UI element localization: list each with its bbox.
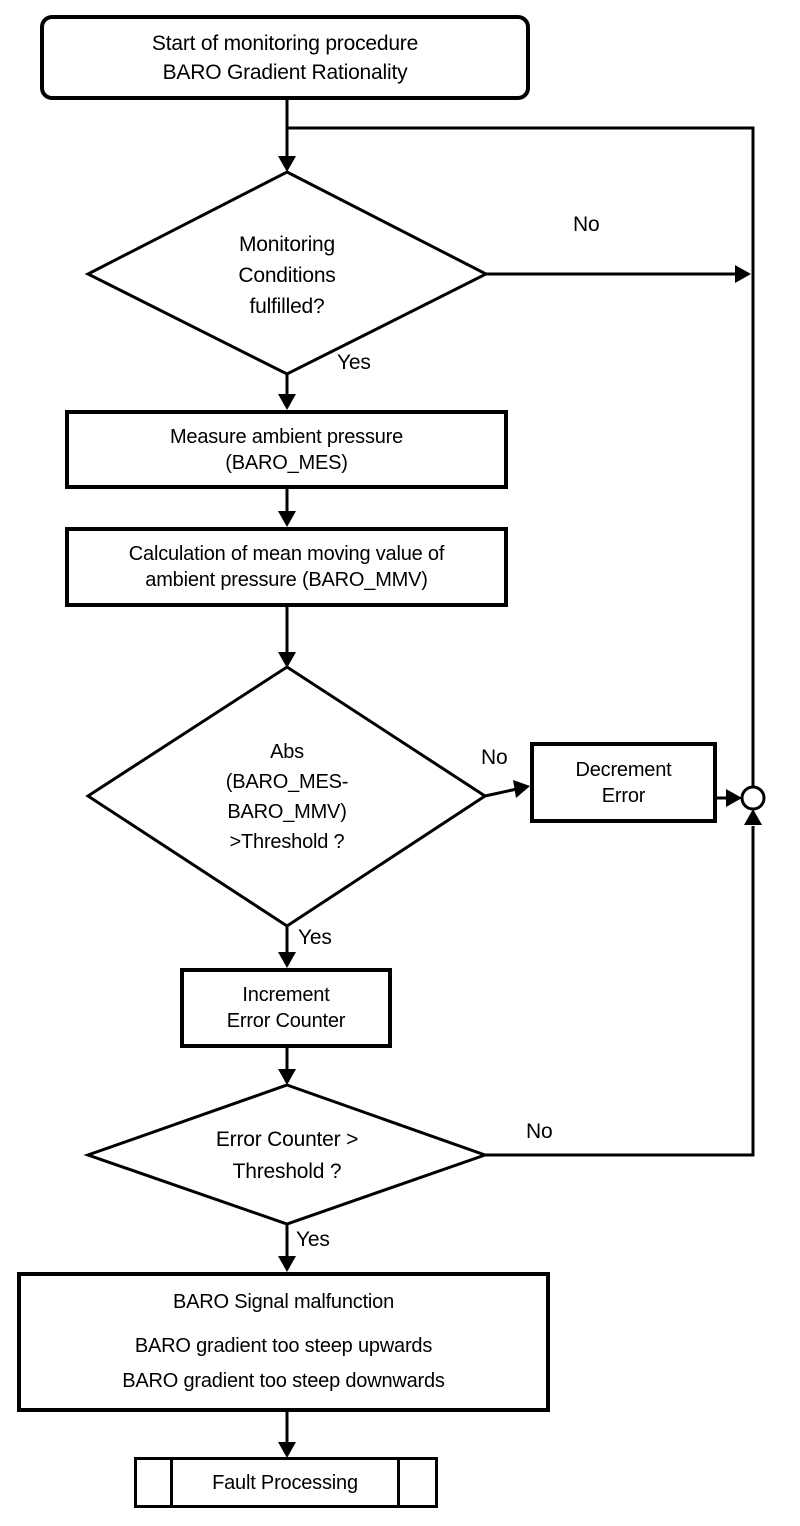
abs-line2: (BARO_MES- [225,771,349,793]
arrowhead-into-monitoring [278,156,296,172]
fault-right-bar [397,1460,435,1505]
counter-decision-label: Error Counter > Threshold ? [167,1124,407,1188]
decrement-line1: Decrement [575,758,672,781]
arrowhead-monitoring-no [735,265,751,283]
fault-processing-label: Fault Processing [212,1471,358,1494]
calculation-node: Calculation of mean moving value of ambi… [65,527,508,607]
counter-yes-label: Yes [296,1228,330,1251]
abs-yes-label: Yes [298,926,332,949]
measure-line2: (BARO_MES) [225,451,348,474]
arrowhead-into-decrement [513,780,530,798]
increment-line2: Error Counter [226,1010,346,1032]
malfunction-line2: BARO gradient too steep upwards [134,1335,433,1357]
start-node-line2: BARO Gradient Rationality [162,60,408,84]
arrowhead-decrement-junction [726,789,742,807]
start-node-line1: Start of monitoring procedure [151,31,419,55]
arrowhead-counter-no-junction [744,809,762,825]
monitoring-no-label: No [573,213,600,236]
abs-line4: >Threshold ? [229,831,345,853]
arrowhead-into-calculation [278,511,296,527]
malfunction-line1: BARO Signal malfunction [172,1291,395,1313]
measure-line1: Measure ambient pressure [169,425,404,448]
arrowhead-into-counter [278,1069,296,1085]
edge-counter-no [485,826,755,1157]
abs-decision-label: Abs (BARO_MES- BARO_MMV) >Threshold ? [157,737,417,857]
malfunction-line3: BARO gradient too steep downwards [122,1370,445,1392]
counter-decision-diamond [83,1083,490,1226]
measure-node: Measure ambient pressure (BARO_MES) [65,410,508,489]
counter-line2: Threshold ? [232,1160,342,1183]
calculation-line2: ambient pressure (BARO_MMV) [145,569,428,591]
malfunction-node: BARO Signal malfunction BARO gradient to… [17,1272,550,1412]
arrowhead-into-abs [278,652,296,668]
monitoring-decision-diamond [84,170,490,376]
calculation-line1: Calculation of mean moving value of [128,543,445,565]
fault-left-bar [137,1460,173,1505]
decrement-node: Decrement Error [530,742,717,823]
monitoring-line1: Monitoring [238,233,336,256]
monitoring-yes-label: Yes [337,351,371,374]
arrowhead-into-increment [278,952,296,968]
junction-connector-circle [740,785,766,811]
arrowhead-into-fault [278,1442,296,1458]
decrement-line2: Error [601,784,646,807]
abs-decision-diamond [85,665,488,928]
monitoring-line2: Conditions [238,264,336,287]
fault-processing-node: Fault Processing [134,1457,438,1508]
edge-feedback-return [287,126,755,787]
counter-no-label: No [526,1120,553,1143]
abs-line3: BARO_MMV) [227,801,347,823]
arrowhead-into-measure [278,394,296,410]
abs-line1: Abs [270,741,304,763]
increment-node: Increment Error Counter [180,968,392,1048]
counter-line1: Error Counter > [215,1128,359,1151]
increment-line1: Increment [242,984,330,1006]
monitoring-line3: fulfilled? [249,295,325,318]
abs-no-label: No [481,746,508,769]
monitoring-decision-label: Monitoring Conditions fulfilled? [187,229,387,322]
start-node: Start of monitoring procedure BARO Gradi… [40,15,530,100]
edge-abs-no [484,787,518,798]
arrowhead-into-malfunction [278,1256,296,1272]
